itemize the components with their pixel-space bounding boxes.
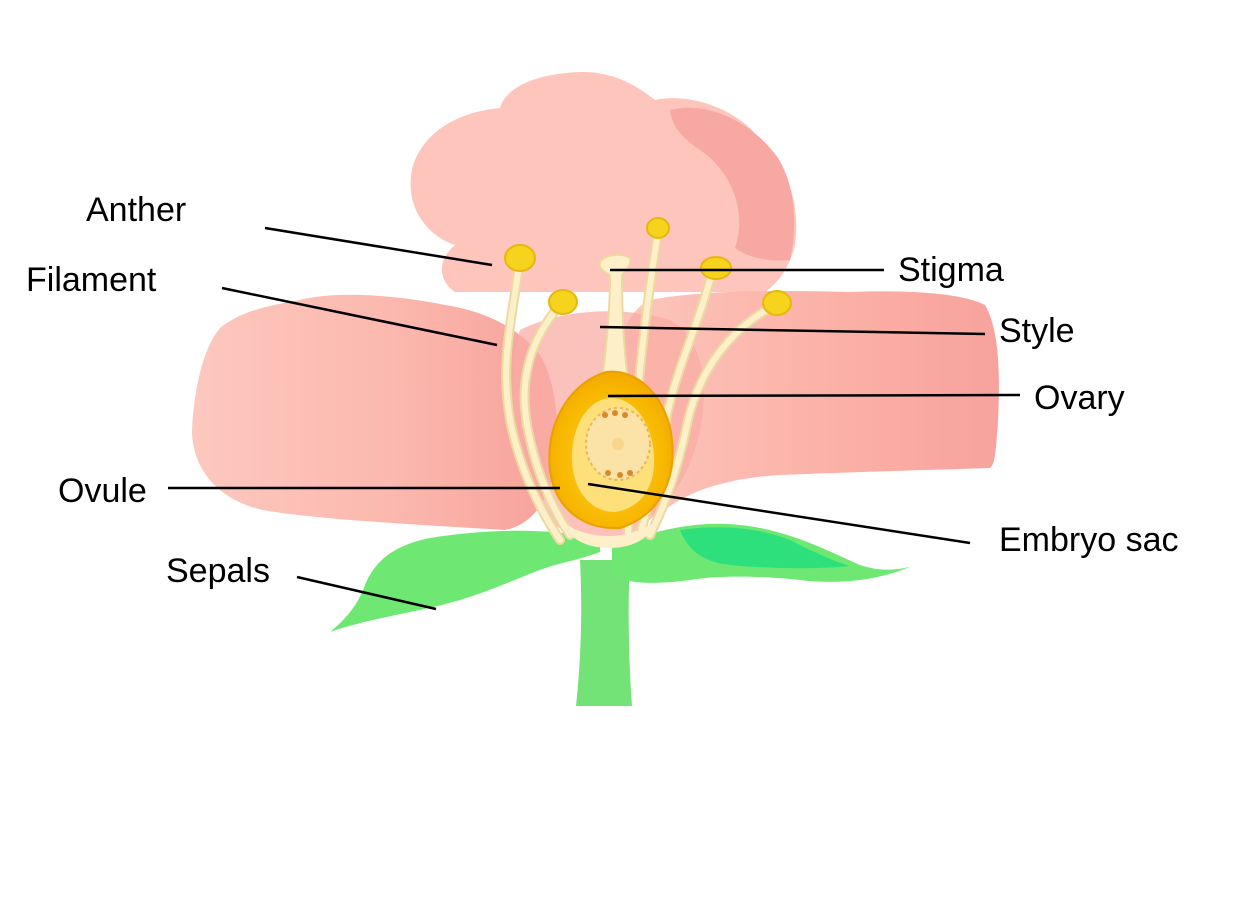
label-sepals: Sepals <box>166 552 270 590</box>
labels: Anther Filament Stigma Style Ovary Ovule… <box>26 191 1179 590</box>
style <box>598 253 632 381</box>
leader-filament <box>221 286 498 347</box>
sepal-right-shade <box>680 527 850 569</box>
leader-anther <box>264 226 493 267</box>
stem <box>576 560 632 706</box>
leader-lines <box>168 226 1021 611</box>
label-ovary: Ovary <box>1034 379 1125 417</box>
sepal-left <box>330 530 600 632</box>
leader-style <box>599 325 986 336</box>
leader-ovary <box>607 393 1021 398</box>
label-embryo-sac: Embryo sac <box>999 521 1179 559</box>
pistil <box>548 253 674 548</box>
sepals-and-stem <box>330 523 912 706</box>
anther-4 <box>700 256 732 280</box>
label-stigma: Stigma <box>898 251 1004 289</box>
petal-right <box>604 290 999 518</box>
leader-sepals <box>296 575 437 611</box>
anther-5 <box>762 290 792 316</box>
petal-fold <box>670 107 795 261</box>
label-style: Style <box>999 312 1075 350</box>
receptacle <box>560 520 655 548</box>
label-anther: Anther <box>86 191 186 229</box>
anther-1 <box>504 244 536 272</box>
anther-3 <box>646 217 670 239</box>
leader-embryo-sac <box>587 482 971 545</box>
anther-2 <box>548 289 578 315</box>
label-ovule: Ovule <box>58 472 147 510</box>
petals <box>192 71 999 541</box>
petal-left <box>192 294 557 530</box>
embryo-sac-nucleus <box>612 438 624 450</box>
label-filament: Filament <box>26 261 157 299</box>
